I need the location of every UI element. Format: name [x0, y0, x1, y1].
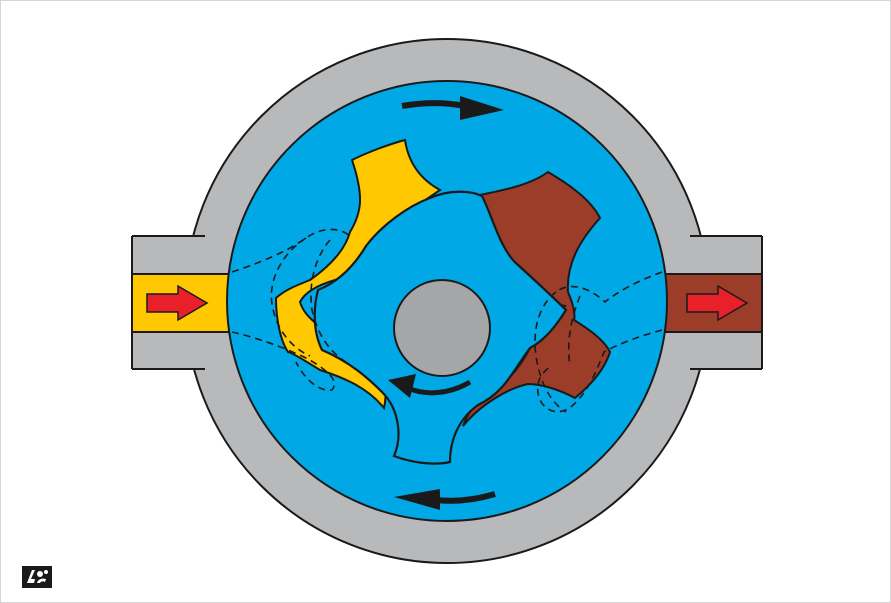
drive-shaft	[394, 280, 490, 376]
logo-icon	[22, 566, 52, 588]
